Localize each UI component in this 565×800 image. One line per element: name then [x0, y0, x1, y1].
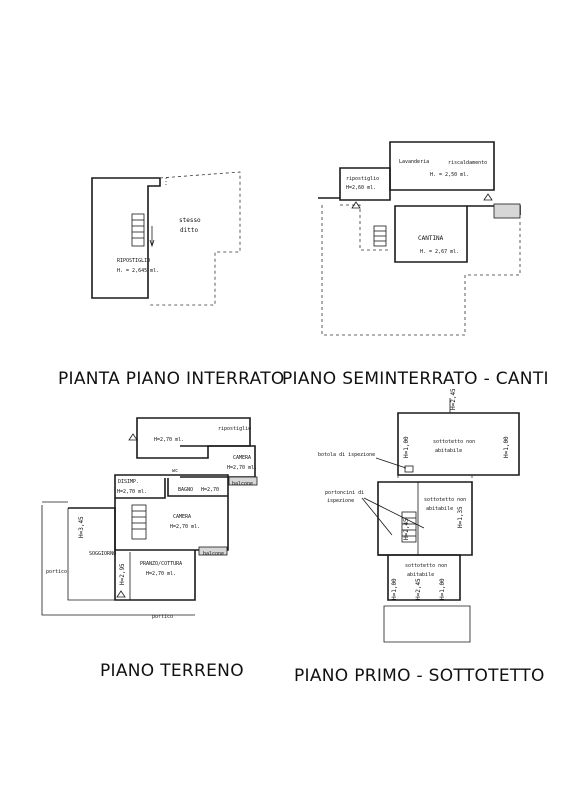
primo-portoncini-line2: ispezione: [327, 498, 354, 504]
primo-sott3-line1: sottotetto non: [405, 563, 447, 569]
seminterrato-entry-arrow: [483, 193, 493, 201]
seminterrato-riscaldamento-label: riscaldamento: [448, 160, 487, 166]
terreno-disimp-label: DISIMP.: [118, 479, 139, 485]
primo-botola-leader: [375, 457, 407, 469]
primo-sott1-line2: abitabile: [435, 448, 462, 454]
terreno-portico1-label: portico: [46, 569, 67, 575]
terreno-camera2-height-label: H=2,70 ml.: [170, 524, 200, 530]
primo-stair: [401, 511, 417, 543]
terreno-rip-height-label: H=2,70 ml.: [154, 437, 184, 443]
terreno-bagno-label: BAGNO: [178, 487, 193, 493]
primo-sott2-line2: abitabile: [426, 506, 453, 512]
interrato-stair: [131, 213, 155, 248]
primo-middle-walls: [377, 481, 473, 556]
terreno-camera1-label: CAMERA: [233, 455, 251, 461]
terreno-pranzo-label: PRANZO/COTTURA: [140, 561, 182, 567]
primo-right2-height-label: H=1,35: [457, 506, 464, 528]
caption-seminterrato: PIANO SEMINTERRATO - CANTI: [282, 369, 549, 389]
primo-sott1-line1: sottotetto non: [433, 439, 475, 445]
terreno-soggiorno-height-label: H=3,45: [78, 516, 85, 538]
seminterrato-ripostiglio-walls: [339, 167, 391, 201]
terreno-balcone2-label: balcone: [203, 551, 224, 557]
terreno-vertical-height-label: H=2,95: [119, 563, 126, 585]
primo-link: [397, 475, 473, 482]
primo-portoncini-leader-1: [361, 497, 393, 536]
interrato-height-label: H. = 2,645 ml.: [117, 268, 159, 274]
primo-right1-height-label: H=1,00: [503, 436, 510, 458]
primo-mid-height-label: H=2,45: [403, 518, 410, 540]
terreno-soggiorno-walls: [68, 507, 196, 601]
primo-portoncini-line1: portoncini di: [325, 490, 364, 496]
seminterrato-rip-height-label: H=2,60 ml.: [346, 185, 376, 191]
terreno-disimp-walls: [115, 478, 166, 499]
primo-portoncini-leader-2: [363, 497, 425, 529]
terreno-disimp-height-label: H=2,70 ml.: [117, 489, 147, 495]
interrato-stesso-ditto-outline: [148, 171, 241, 306]
seminterrato-lavanderia-walls: [389, 141, 495, 191]
terreno-camera1-height-label: H=2,70 ml.: [227, 465, 257, 471]
terreno-camera2-label: CAMERA: [173, 514, 191, 520]
primo-b2-height-label: H=2,45: [415, 578, 422, 600]
seminterrato-hatched-step: [493, 203, 521, 219]
terreno-balcone1-label: balcone: [232, 481, 253, 487]
plan-primo: H=2,45 botola di ispezione sottotetto no…: [318, 388, 520, 643]
terreno-portico2-label: portico: [152, 614, 173, 620]
interrato-ditto-label: ditto: [180, 227, 198, 234]
seminterrato-cantina-label: CANTINA: [418, 235, 444, 242]
terreno-ripostiglio-label: ripostiglio: [218, 426, 251, 432]
terreno-stair: [131, 504, 147, 540]
seminterrato-lav-height-label: H. = 2,50 ml.: [430, 172, 469, 178]
interrato-ripostiglio-label: RIPOSTIGLIO: [117, 258, 150, 264]
primo-lower-walls: [378, 554, 461, 601]
primo-terrace-outline: [383, 605, 471, 643]
plan-terreno: ripostiglio H=2,70 ml. CAMERA H=2,70 ml.…: [41, 417, 258, 620]
terreno-wc-label: wc: [172, 468, 178, 474]
terreno-entry-arrow-bottom: [116, 590, 126, 598]
terreno-balcone1-hatch: [228, 476, 258, 486]
seminterrato-outline-dashed: [321, 205, 521, 336]
primo-left1-height-label: H=1,00: [403, 436, 410, 458]
primo-upper-walls: [397, 412, 520, 476]
terreno-soggiorno-label: SOGGIORNO: [89, 551, 116, 557]
seminterrato-lavanderia-label: Lavanderia: [399, 159, 429, 165]
seminterrato-cantina-height-label: H. = 2,67 ml.: [420, 249, 459, 255]
seminterrato-inner-dashed: [340, 204, 390, 251]
seminterrato-cantina-walls: [394, 205, 468, 263]
primo-botola: [404, 465, 414, 473]
terreno-camera1-walls: [180, 445, 256, 478]
terreno-bagno-height-label: H=2,70: [201, 487, 219, 493]
terreno-entry-arrow-top: [128, 433, 138, 441]
primo-b3-height-label: H=1,00: [439, 578, 446, 600]
terreno-soggiorno-left: [67, 508, 115, 601]
caption-interrato: PIANTA PIANO INTERRATO: [58, 369, 285, 389]
terreno-portico-outline: [41, 505, 195, 616]
terreno-pranzo-height-label: H=2,70 ml.: [146, 571, 176, 577]
primo-botola-label: botola di ispezione: [318, 452, 375, 458]
plan-seminterrato: Lavanderia riscaldamento H. = 2,50 ml. r…: [318, 141, 521, 336]
interrato-stesso-label: stesso: [179, 217, 201, 224]
caption-primo: PIANO PRIMO - SOTTOTETTO: [294, 666, 545, 686]
interrato-ripostiglio-walls: [91, 177, 161, 299]
seminterrato-entry-arrow-left: [351, 201, 361, 209]
seminterrato-ripostiglio-label: ripostiglio: [346, 176, 379, 182]
terreno-balcone2-hatch: [198, 546, 228, 556]
terreno-bagno-walls: [167, 478, 228, 497]
seminterrato-stair: [373, 225, 387, 247]
primo-top-height-label: H=2,45: [450, 388, 457, 410]
primo-sott2-line1: sottotetto non: [424, 497, 466, 503]
primo-sott3-line2: abitabile: [407, 572, 434, 578]
plan-interrato: stesso ditto RIPOSTIGLIO H. = 2,645 ml.: [91, 171, 241, 306]
primo-b1-height-label: H=1,00: [391, 578, 398, 600]
caption-terreno: PIANO TERRENO: [100, 661, 244, 681]
